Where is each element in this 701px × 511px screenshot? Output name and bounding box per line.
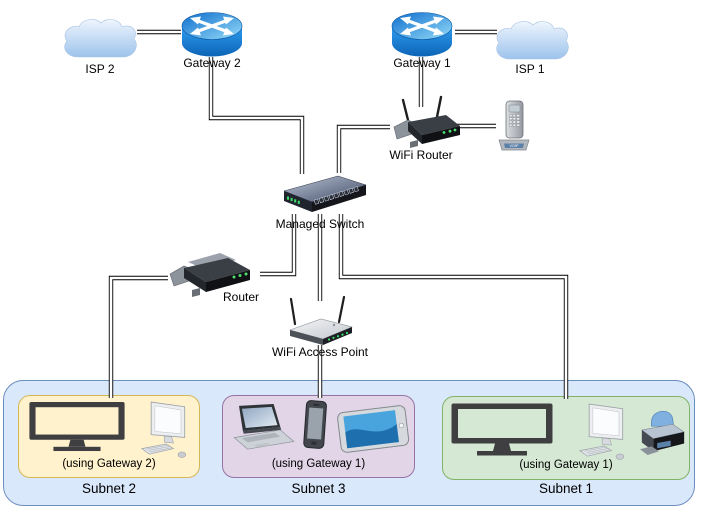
subnet-3-name: Subnet 3: [291, 481, 346, 496]
gateway-2-label: Gateway 2: [183, 56, 241, 70]
subnet1-printer-node: [638, 404, 688, 458]
tv-icon: [451, 403, 553, 456]
access-point-icon: [288, 295, 353, 345]
subnet-2-name: Subnet 2: [81, 481, 137, 496]
desktop-pc-icon: [141, 401, 187, 458]
voip-badge: VOIP: [509, 144, 519, 148]
gateway-2-node: [180, 10, 244, 60]
isp-1-node: [492, 18, 572, 66]
subnet3-smartphone-node: [300, 399, 330, 453]
tv-icon: [29, 402, 125, 452]
wifi-ap-node: [282, 294, 360, 352]
isp-2-node: [60, 16, 140, 64]
router-device-icon: [169, 253, 250, 297]
subnet-2-note: (using Gateway 2): [62, 458, 156, 470]
cisco-router-icon: [181, 12, 243, 57]
wifi-ap-label: WiFi Access Point: [271, 345, 369, 359]
cloud-icon: [496, 21, 569, 60]
subnet-3-note: (using Gateway 1): [271, 458, 366, 470]
isp-1-label: ISP 1: [515, 62, 545, 76]
cisco-router-icon: [391, 12, 453, 57]
voip-phone-node: VOIP: [496, 100, 532, 152]
subnet1-tv-node: [450, 402, 554, 458]
subnet3-laptop-node: [230, 403, 298, 453]
smartphone-icon: [303, 400, 327, 449]
subnet3-tablet-node: [336, 401, 410, 455]
subnet2-tv-node: [28, 400, 126, 454]
managed-switch-node: [276, 172, 372, 218]
subnet-1-name: Subnet 1: [538, 481, 594, 496]
isp-2-label: ISP 2: [85, 62, 115, 76]
wifi-router-label: WiFi Router: [389, 148, 453, 162]
gateway-1-label: Gateway 1: [393, 56, 451, 70]
voip-phone-icon: VOIP: [498, 100, 530, 151]
subnet-1-note: (using Gateway 1): [519, 459, 613, 471]
switch-icon: [283, 175, 367, 212]
subnet2-pc-node: [140, 400, 194, 460]
router-label: Router: [222, 290, 260, 304]
wifi-router-icon: [393, 95, 460, 148]
tablet-icon: [337, 405, 410, 453]
cloud-icon: [64, 19, 137, 58]
laptop-icon: [233, 403, 295, 450]
printer-icon: [639, 410, 685, 456]
wifi-router-node: [384, 94, 464, 156]
subnet1-pc-node: [578, 402, 632, 462]
gateway-1-node: [390, 10, 454, 60]
router-node: [162, 248, 262, 300]
managed-switch-label: Managed Switch: [275, 217, 365, 231]
desktop-pc-icon: [579, 403, 625, 460]
